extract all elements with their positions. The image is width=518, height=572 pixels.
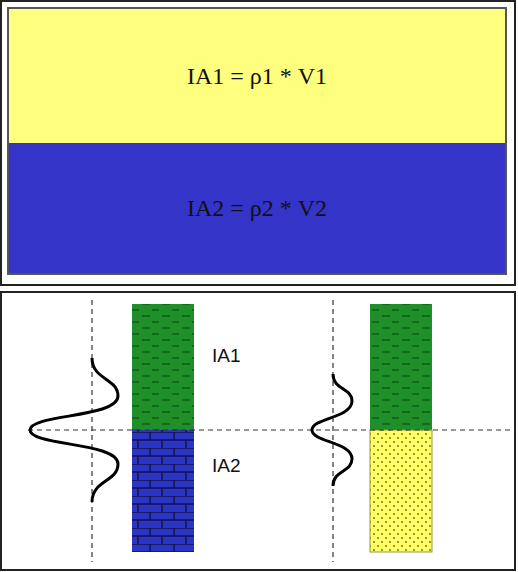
impedance-band: IA2 = ρ2 * V2 [9,143,505,273]
wavelet [312,374,352,486]
formula-text: IA2 = ρ2 * V2 [187,195,327,222]
impedance-band: IA1 = ρ1 * V1 [9,9,505,143]
inner-frame [8,8,506,274]
formula-text: IA1 = ρ1 * V1 [187,63,327,90]
panel-frame [1,292,515,570]
shale-layer [132,304,194,430]
layer-label: IA2 [212,455,241,477]
panel-frame [1,1,515,285]
wavelet [30,358,118,502]
trace-axis [332,300,333,562]
shale-layer [370,304,432,430]
trace-axis [91,300,92,562]
interface-line [28,429,516,430]
limestone-layer [132,430,194,552]
layer-label: IA1 [212,345,241,367]
sand-layer [370,430,432,552]
